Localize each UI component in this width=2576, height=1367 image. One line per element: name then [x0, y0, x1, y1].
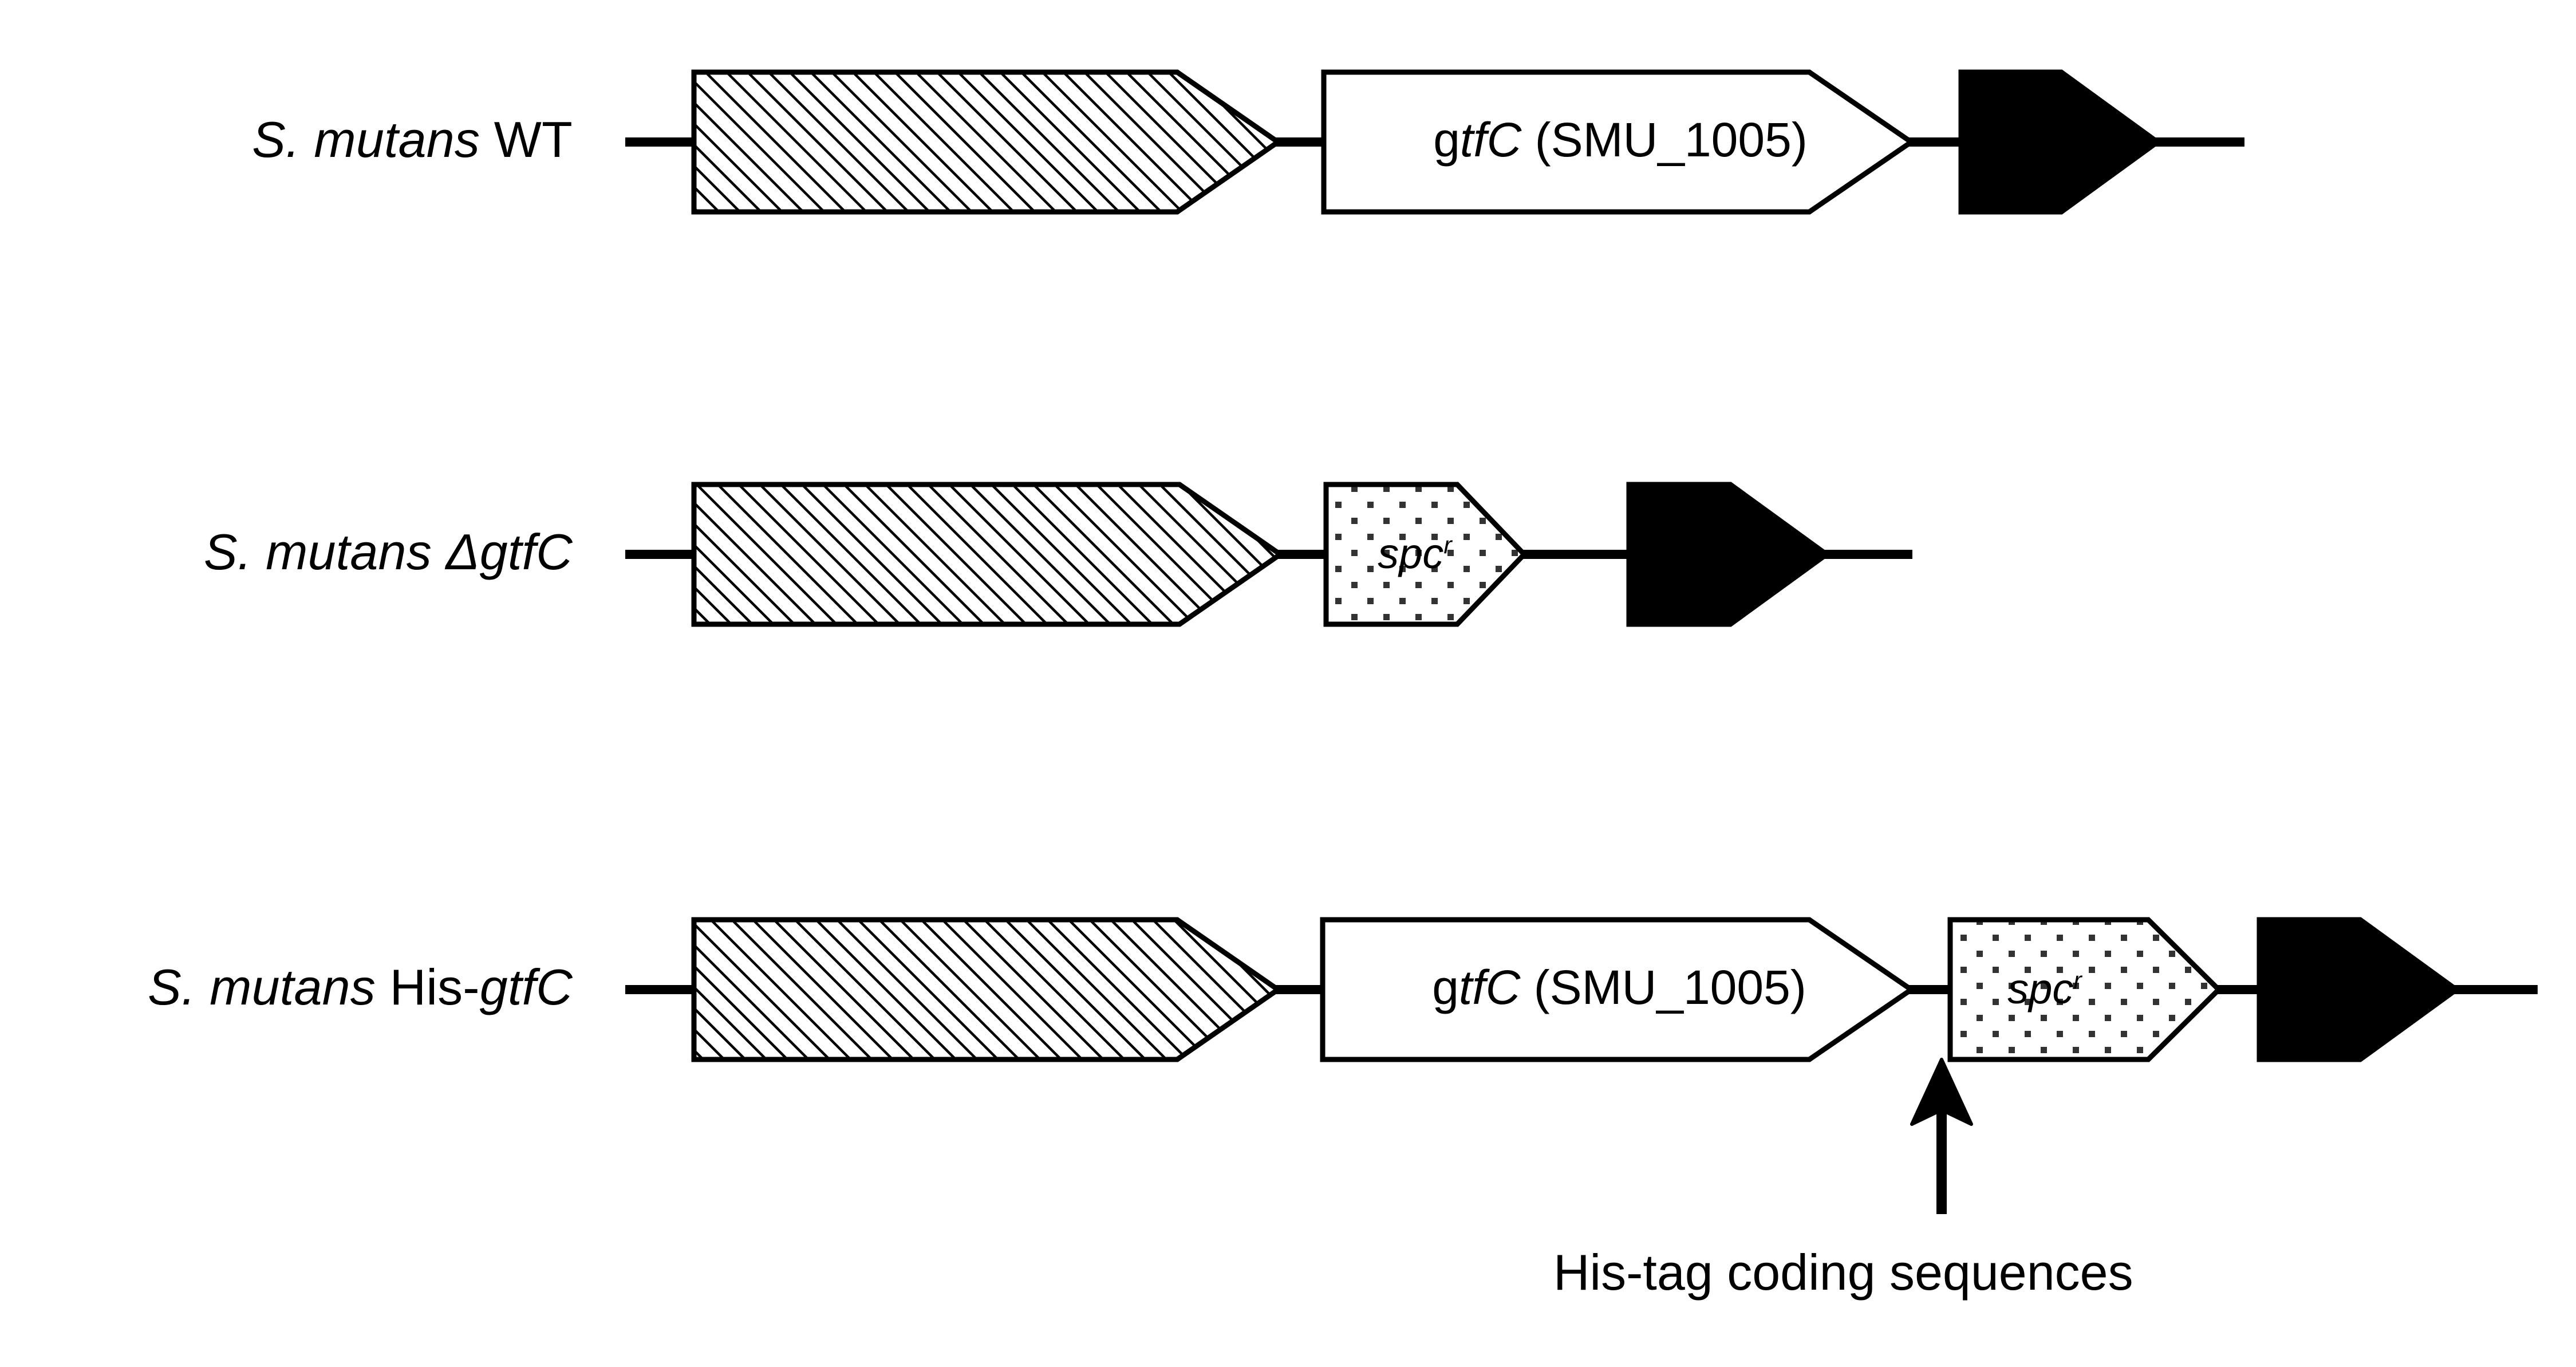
strain-label-delta-gtfc: S. mutans ΔgtfC — [103, 527, 573, 577]
downstream-gene-arrow[interactable] — [2257, 917, 2461, 1062]
strain-allele: WT — [480, 111, 573, 168]
up-arrow-icon — [1910, 1058, 1973, 1126]
downstream-gene-arrow[interactable] — [1958, 69, 2162, 215]
his-tag-callout-label: His-tag coding sequences — [1553, 1244, 2133, 1301]
downstream-gene-arrow[interactable] — [1626, 482, 1831, 627]
gtfc-locus-tag: (SMU_1005) — [1521, 113, 1808, 167]
gtfc-gene-arrow[interactable] — [1320, 917, 1916, 1062]
row-wt — [625, 69, 2244, 215]
gtfc-italic-part: tfC — [1459, 113, 1522, 167]
gtfc-gene-label-wt: gtfC (SMU_1005) — [1334, 116, 1907, 164]
strain-genus-species: S. mutans — [203, 523, 432, 580]
row-his-gtfc — [625, 917, 2538, 1062]
upstream-gene-arrow[interactable] — [691, 917, 1283, 1062]
upstream-gene-arrow[interactable] — [691, 482, 1285, 627]
row-delta-gtfc — [625, 482, 1912, 627]
spc-cassette-arrow[interactable] — [1323, 482, 1528, 627]
spc-text: spc — [1378, 530, 1444, 577]
strain-label-his-gtfc: S. mutans His-gtfC — [69, 962, 573, 1013]
gtfc-gene-label-his: gtfC (SMU_1005) — [1333, 963, 1906, 1011]
strain-label-wt: S. mutans WT — [132, 115, 573, 165]
gtfc-prefix: g — [1432, 960, 1459, 1014]
spc-cassette-label-delta: spcr — [1326, 533, 1504, 575]
spc-superscript-r: r — [1443, 531, 1452, 560]
strain-allele-prefix: His- — [375, 959, 480, 1015]
gtfc-italic-part: tfC — [1458, 960, 1521, 1014]
spc-cassette-arrow[interactable] — [1947, 917, 2223, 1062]
his-tag-callout-arrow — [1910, 1058, 1973, 1214]
gtfc-locus-tag: (SMU_1005) — [1520, 960, 1806, 1014]
strain-genus-species: S. mutans — [147, 959, 376, 1015]
strain-allele: gtfC — [479, 959, 573, 1015]
gtfc-gene-arrow[interactable] — [1321, 69, 1916, 215]
gtfc-prefix: g — [1433, 113, 1460, 167]
strain-genus-species: S. mutans — [252, 111, 480, 168]
spc-cassette-label-his: spcr — [1950, 968, 2139, 1010]
strain-allele: ΔgtfC — [431, 523, 573, 580]
spc-text: spc — [2007, 965, 2074, 1013]
spc-superscript-r: r — [2073, 967, 2082, 995]
upstream-gene-arrow[interactable] — [691, 69, 1283, 215]
